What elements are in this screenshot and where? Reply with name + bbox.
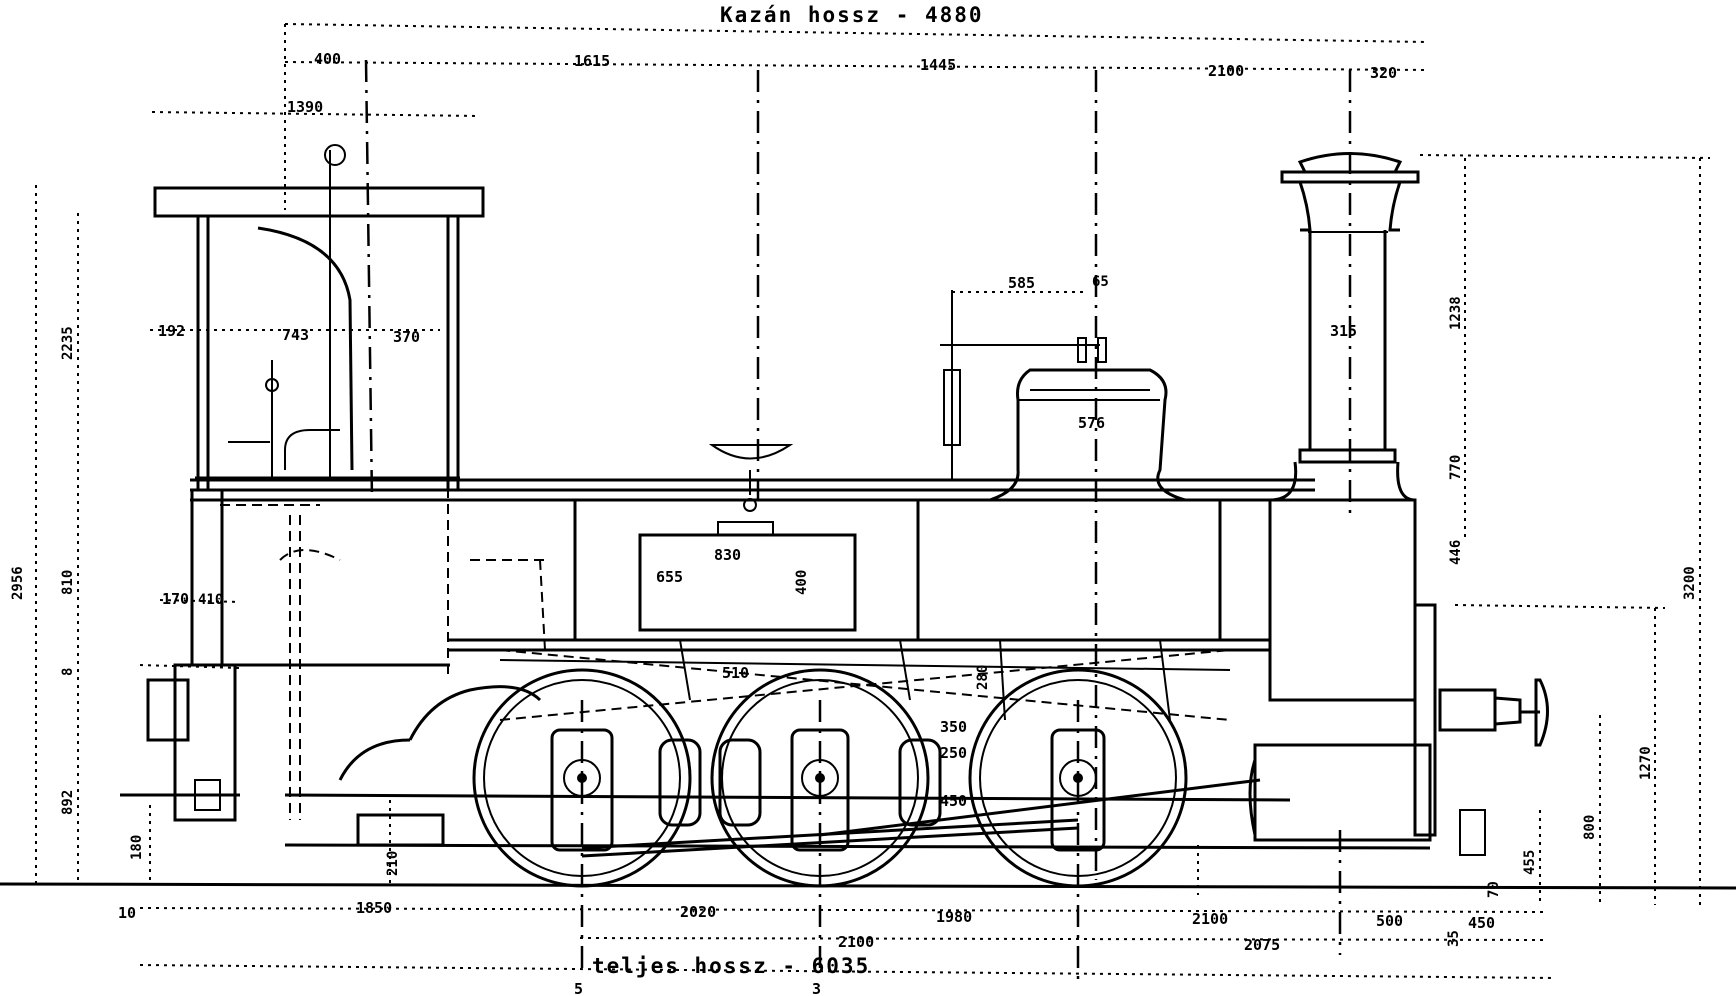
- dim-770: 770: [1448, 455, 1464, 480]
- dim-2100-bottom: 2100: [838, 933, 874, 951]
- rear-buffer: [120, 663, 240, 822]
- dim-2075: 2075: [1244, 936, 1280, 954]
- dimension-lines: [35, 23, 1711, 979]
- dim-830: 830: [714, 546, 741, 564]
- dim-455: 455: [1522, 850, 1538, 875]
- section-mark-3: 3: [812, 980, 821, 996]
- dim-892: 892: [60, 790, 76, 815]
- dim-280: 280: [975, 665, 991, 690]
- chimney: [1269, 152, 1420, 502]
- dim-576: 576: [1078, 414, 1105, 432]
- dim-2100-top: 2100: [1208, 62, 1244, 80]
- front-buffer: [1413, 603, 1549, 856]
- dim-3200: 3200: [1682, 566, 1698, 600]
- dim-350: 350: [940, 718, 967, 736]
- center-lines: [364, 59, 1352, 980]
- dim-370-cab: 370: [393, 328, 420, 346]
- dim-1850: 1850: [356, 899, 392, 917]
- boiler-length-title: Kazán hossz - 4880: [720, 3, 984, 27]
- dim-500: 500: [1376, 912, 1403, 930]
- dim-655: 655: [656, 568, 683, 586]
- dim-1980: 1980: [936, 908, 972, 926]
- dim-410: 410: [198, 592, 223, 608]
- dim-446: 446: [1448, 540, 1464, 565]
- rail-ground-line: [0, 882, 1736, 890]
- dim-192: 192: [158, 322, 185, 340]
- dim-70: 70: [1486, 881, 1502, 898]
- dim-65: 65: [1092, 274, 1109, 290]
- dim-743: 743: [282, 326, 309, 344]
- dim-35: 35: [1446, 930, 1462, 947]
- dim-8: 8: [60, 668, 76, 676]
- total-length-title: teljes hossz - 6035: [592, 954, 870, 978]
- dim-320: 320: [1370, 64, 1397, 82]
- dim-400-sandbox: 400: [794, 570, 810, 595]
- cab: [153, 144, 485, 820]
- dim-1270: 1270: [1638, 746, 1654, 780]
- dim-800: 800: [1582, 815, 1598, 840]
- dim-400-top: 400: [314, 50, 341, 68]
- dim-2235: 2235: [60, 326, 76, 360]
- dim-450: 450: [940, 792, 967, 810]
- steam-dome: [940, 290, 1186, 502]
- dim-1390: 1390: [287, 98, 323, 116]
- frame: [284, 685, 1432, 850]
- sand-box: [638, 444, 857, 632]
- wheel-middle: [710, 668, 930, 888]
- dim-2020: 2020: [680, 903, 716, 921]
- dim-210: 210: [385, 851, 401, 876]
- dim-2956: 2956: [10, 566, 26, 600]
- dim-1615: 1615: [574, 52, 610, 70]
- dim-450-bottom: 450: [1468, 914, 1495, 932]
- dim-180: 180: [129, 835, 145, 860]
- dim-315: 315: [1330, 322, 1357, 340]
- boiler: [190, 440, 1417, 702]
- dim-585: 585: [1008, 274, 1035, 292]
- dim-2100-bottom-right: 2100: [1192, 910, 1228, 928]
- driving-wheels: [472, 668, 1188, 888]
- dim-1445: 1445: [920, 56, 956, 74]
- section-mark-5: 5: [574, 980, 583, 996]
- wheel-front: [968, 668, 1188, 888]
- wheel-rear: [472, 668, 692, 888]
- valve-gear-motion: [499, 639, 1261, 858]
- dim-810: 810: [60, 570, 76, 595]
- dim-510: 510: [722, 664, 749, 682]
- dim-170: 170: [162, 590, 189, 608]
- dim-10: 10: [118, 904, 136, 922]
- dim-1238: 1238: [1448, 296, 1464, 330]
- dimension-labels: Kazán hossz - 4880 teljes hossz - 6035 4…: [10, 3, 1698, 996]
- dim-250: 250: [940, 744, 967, 762]
